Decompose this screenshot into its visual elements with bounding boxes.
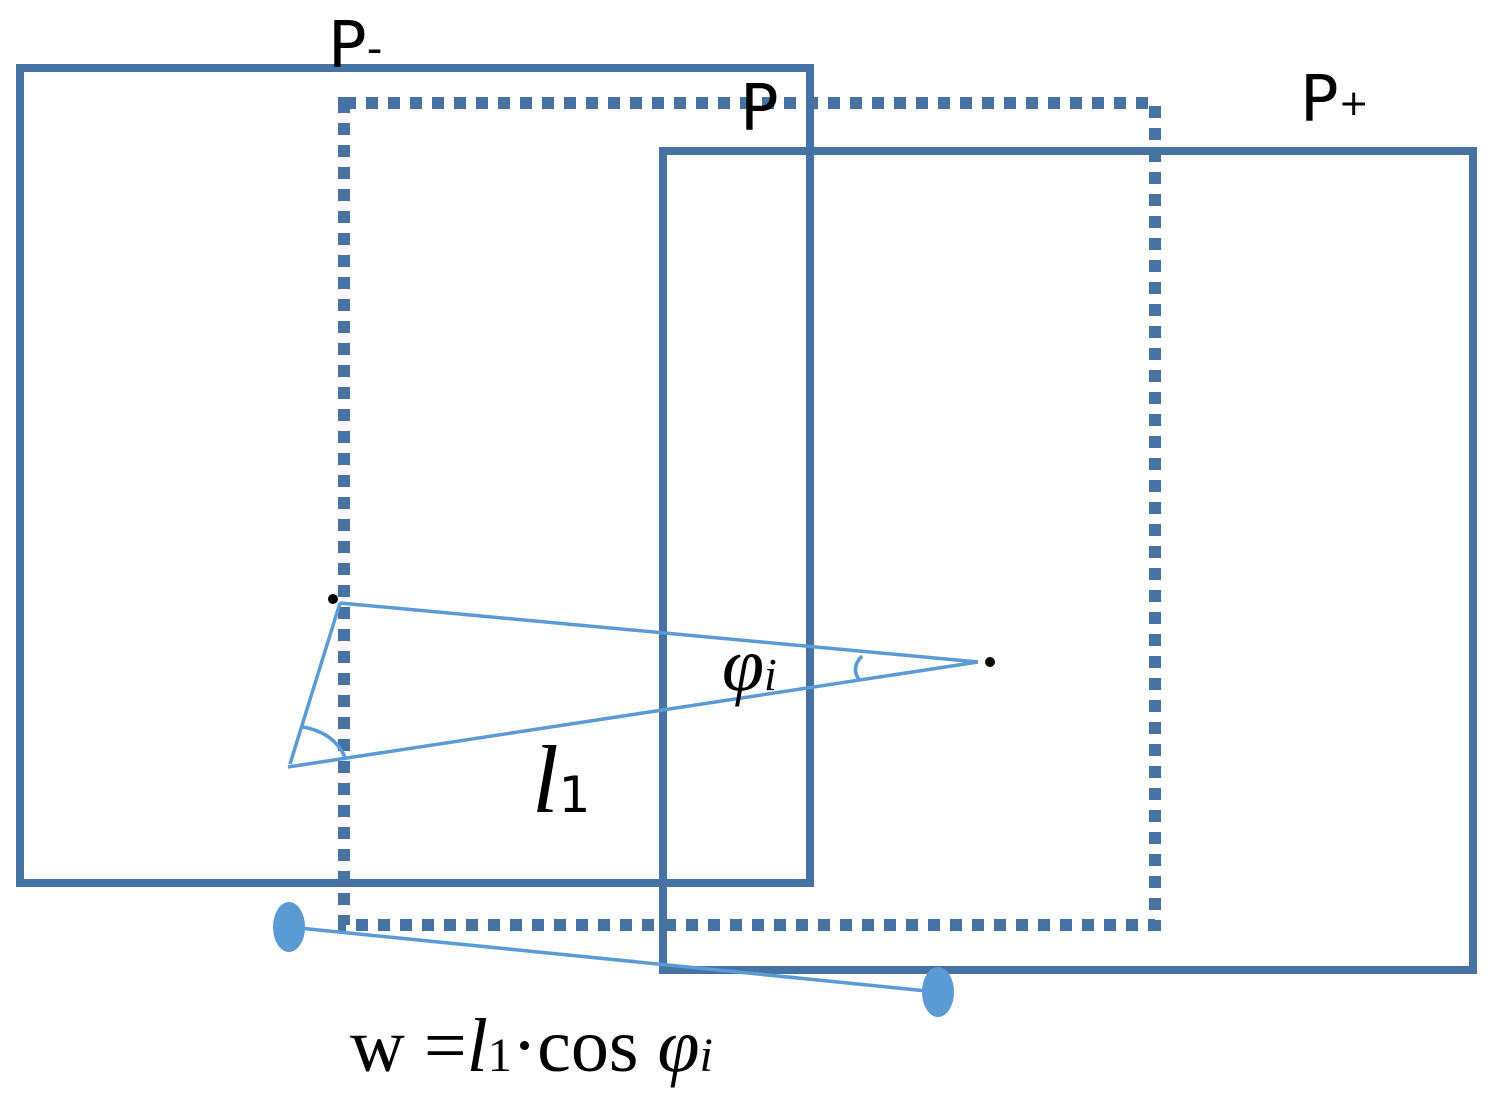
frame-p-minus — [16, 64, 814, 887]
formula-phi: φ — [658, 1004, 700, 1088]
angle-arc-phi — [853, 654, 864, 683]
frame-p-plus — [659, 147, 1477, 974]
label-l1: l1 — [532, 726, 590, 833]
formula: w =l1·cos φi — [350, 1004, 713, 1088]
frame-p-dotted — [338, 97, 1161, 931]
left-side — [288, 602, 342, 765]
formula-lhs: w = — [350, 1004, 467, 1088]
projection-point-right — [922, 967, 954, 1017]
formula-phi-sub: i — [700, 1029, 713, 1082]
label-l1-sub: 1 — [559, 766, 591, 824]
center-dot-right — [985, 657, 995, 667]
center-dot-left — [328, 594, 338, 604]
label-p-minus-sub: - — [367, 23, 383, 74]
label-p-minus: P- — [328, 9, 382, 83]
projection-line — [288, 925, 938, 994]
label-p: P — [740, 72, 779, 146]
label-phi-i: φi — [722, 623, 777, 707]
label-p-plus-sub: + — [1339, 83, 1369, 124]
formula-l-sub: 1 — [488, 1029, 512, 1082]
formula-l: l — [467, 1004, 488, 1088]
projection-point-left — [273, 902, 305, 952]
formula-dot-cos: ·cos — [512, 1004, 658, 1088]
top-ray — [339, 601, 979, 664]
angle-arc-left — [302, 725, 348, 761]
construction-lines — [287, 601, 979, 994]
l1-ray — [287, 660, 979, 769]
label-phi-sub: i — [764, 649, 777, 700]
label-p-plus: P+ — [1300, 63, 1369, 137]
